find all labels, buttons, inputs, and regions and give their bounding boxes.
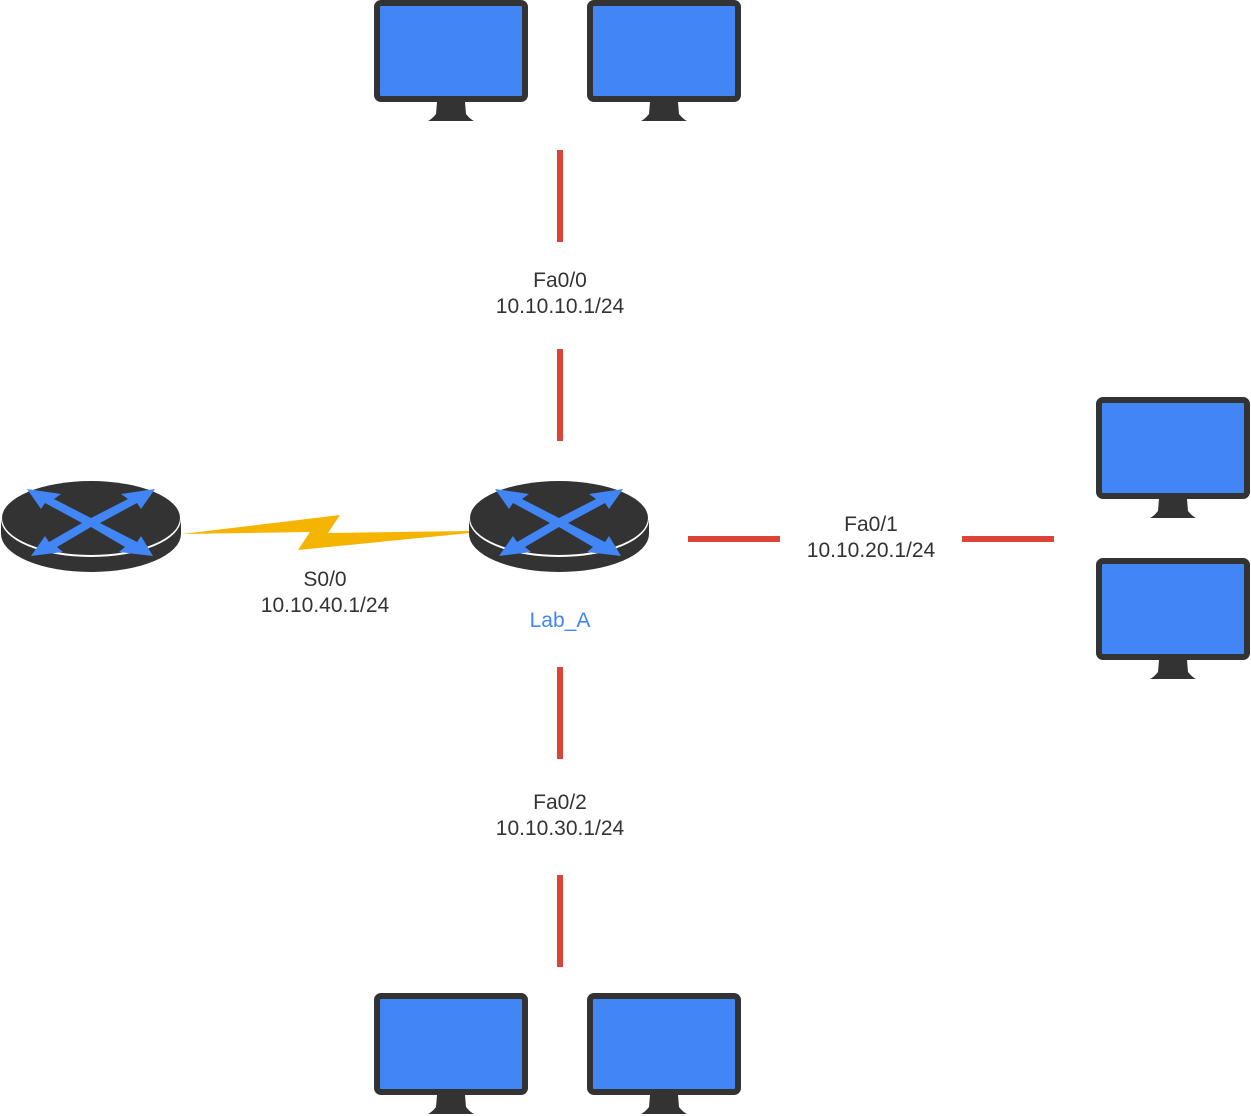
monitor-icon <box>590 996 738 1114</box>
interface-label-s0-0: S0/0 10.10.40.1/24 <box>261 567 389 619</box>
host-monitor[interactable] <box>1099 400 1247 518</box>
interface-address: 10.10.10.1/24 <box>495 295 625 318</box>
monitor-icon <box>1099 400 1247 518</box>
host-monitor[interactable] <box>590 996 738 1114</box>
hosts-top <box>377 3 738 121</box>
monitor-icon <box>377 3 525 121</box>
interface-label-fa0-0: Fa0/0 10.10.10.1/24 <box>496 268 624 320</box>
hosts-right <box>1099 400 1247 679</box>
monitor-icon <box>1099 561 1247 679</box>
router-icon <box>469 481 649 572</box>
router-name-lab-a: Lab_A <box>529 609 591 632</box>
host-monitor[interactable] <box>590 3 738 121</box>
link-s0-0-serial-bolt <box>182 515 470 550</box>
host-monitor[interactable] <box>377 996 525 1114</box>
interface-address: 10.10.20.1/24 <box>806 539 936 562</box>
interface-name: Fa0/1 <box>844 513 898 536</box>
interface-name: Fa0/0 <box>533 269 587 292</box>
router-remote[interactable] <box>1 481 181 572</box>
monitor-icon <box>590 3 738 121</box>
host-monitor[interactable] <box>377 3 525 121</box>
monitor-icon <box>377 996 525 1114</box>
interface-label-fa0-2: Fa0/2 10.10.30.1/24 <box>496 790 624 842</box>
interface-name: Fa0/2 <box>533 791 587 814</box>
host-monitor[interactable] <box>1099 561 1247 679</box>
interface-label-fa0-1: Fa0/1 10.10.20.1/24 <box>807 512 935 564</box>
router-icon <box>1 481 181 572</box>
hosts-bottom <box>377 996 738 1114</box>
interface-address: 10.10.30.1/24 <box>495 817 625 840</box>
router-lab-a[interactable] <box>469 481 649 572</box>
interface-name: S0/0 <box>303 568 347 591</box>
interface-address: 10.10.40.1/24 <box>260 594 390 617</box>
